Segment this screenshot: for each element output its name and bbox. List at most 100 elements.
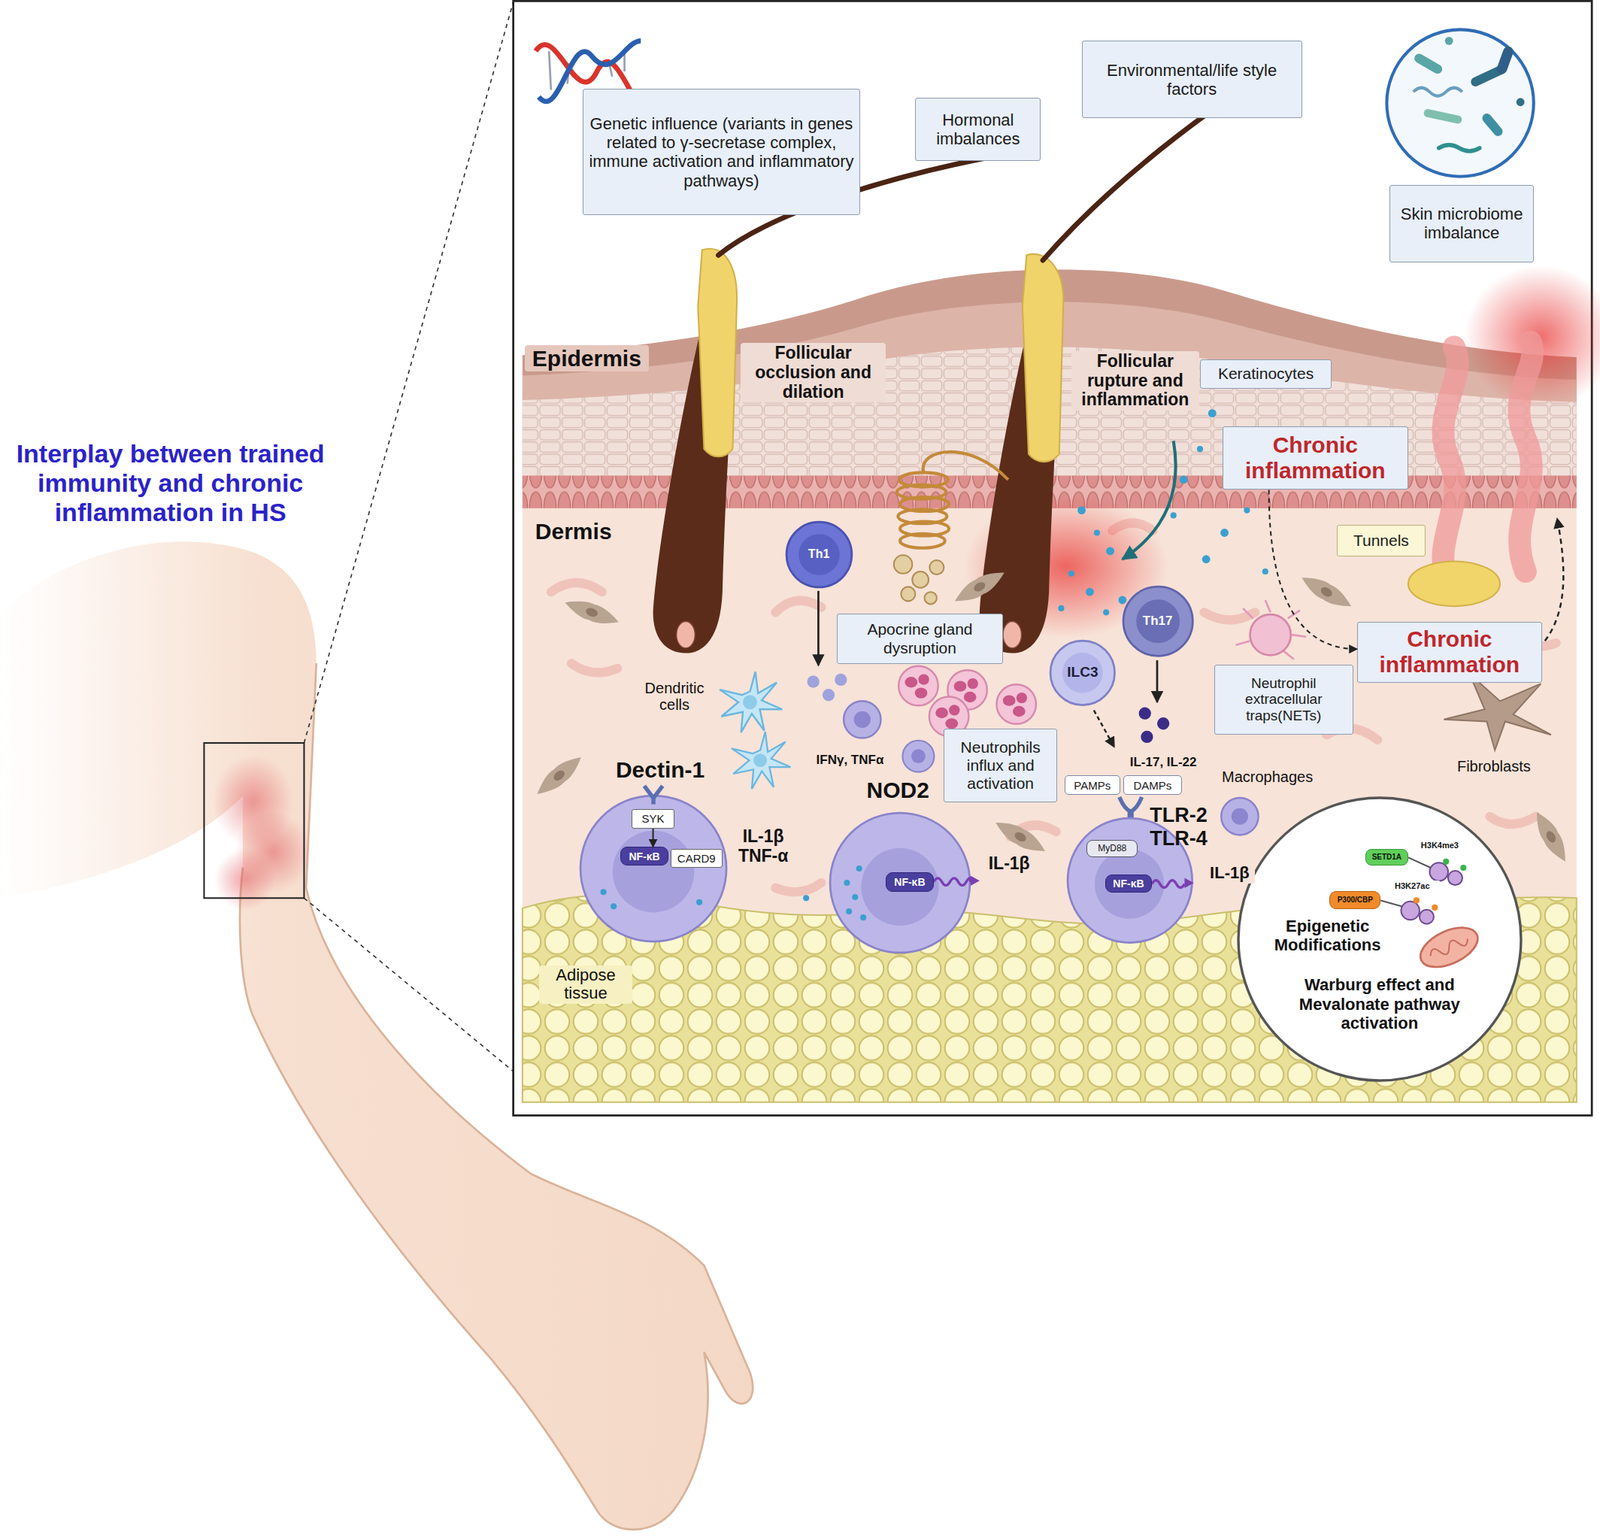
neutrophil — [996, 684, 1037, 725]
shape-outline — [1238, 797, 1522, 1081]
macrophage — [843, 700, 881, 738]
cytokine-label: IL-1β TNF-α — [730, 826, 797, 867]
histone-mark: H3K27ac — [1383, 880, 1441, 891]
dot — [1202, 554, 1211, 564]
node-text: Dectin-1 — [603, 757, 716, 784]
dot — [696, 899, 703, 906]
cytokine-label: IL-1β — [1203, 863, 1255, 884]
transcription-factor: NF-κB — [885, 872, 934, 892]
dendritic-cell — [731, 731, 791, 789]
diagram-title: Interplay between trained immunity and c… — [2, 439, 340, 528]
link-line — [1408, 857, 1431, 868]
panel-frame — [513, 0, 1593, 1116]
highlight-box: Chronic inflammation — [1222, 426, 1409, 490]
node-text: Th17 — [1121, 613, 1194, 629]
shape-outline — [830, 812, 970, 953]
macrophage-cell: Dectin-1SYKNF-κBCARD9 — [578, 793, 728, 943]
tlr-receptor — [1119, 796, 1143, 812]
dot — [851, 893, 858, 900]
dot — [1179, 475, 1188, 484]
fibroblast — [562, 594, 622, 631]
dot — [1243, 507, 1250, 514]
node-text: NF-κB — [1107, 877, 1150, 890]
bacterium — [1423, 108, 1464, 125]
cytokine — [834, 673, 847, 686]
cytokine — [807, 675, 820, 688]
node-text: Environmental/life style factors — [1087, 60, 1297, 100]
transcription-arrow — [933, 878, 971, 886]
secretion-blob — [929, 560, 944, 575]
dashed-arrow — [1545, 518, 1564, 641]
cell-label: Macrophages — [1217, 767, 1318, 786]
node-text: TLR-2 TLR-4 — [1139, 803, 1218, 851]
nucleosome — [1429, 862, 1448, 881]
arrowhead — [970, 875, 980, 886]
dot — [843, 879, 850, 886]
highlight-box: Chronic inflammation — [1357, 621, 1543, 683]
bacterium — [1439, 145, 1480, 152]
dot — [845, 908, 852, 915]
macrophage-cell: TLR-2 TLR-4MyD88NF-κB — [1066, 816, 1194, 945]
dot — [1068, 570, 1075, 577]
secretion-arrow — [1156, 660, 1159, 703]
zoom-frame — [203, 742, 304, 898]
secretion-blob — [900, 586, 916, 601]
nucleosome — [1419, 909, 1434, 924]
dot — [1077, 506, 1086, 515]
adaptor-box: MyD88 — [1086, 839, 1138, 858]
node-text: SETD1A — [1366, 852, 1407, 862]
streak — [775, 882, 822, 892]
factor-box: Environmental/life style factors — [1081, 40, 1303, 119]
lymphoid-cell: ILC3 — [1048, 639, 1117, 707]
zoom-line — [303, 897, 536, 1090]
dot — [1093, 529, 1100, 536]
node-text: Th1 — [784, 547, 854, 561]
th1-cytokines — [807, 673, 848, 702]
dot — [1220, 528, 1229, 537]
enzyme-pill: P300/CBP — [1329, 890, 1381, 910]
bacterium — [1495, 45, 1516, 76]
region-label: Dermis — [524, 518, 623, 546]
cell-label: Fibroblasts — [1442, 757, 1546, 776]
streak — [551, 582, 603, 592]
nucleosome — [1448, 870, 1463, 885]
node-text: Genetic influence (variants in genes rel… — [587, 114, 855, 191]
arrowhead — [1184, 877, 1194, 888]
cytokine — [1140, 730, 1153, 743]
nucleus — [1094, 848, 1164, 919]
apocrine-gland — [896, 451, 1009, 549]
dna-rung — [623, 53, 626, 72]
process-box: Neutrophils influx and activation — [943, 728, 1058, 803]
mitochondrion — [1414, 919, 1484, 976]
methyl-mark — [1460, 863, 1467, 870]
dot — [1106, 546, 1115, 555]
node-text: Hormonal imbalances — [920, 110, 1036, 149]
secretion-blob — [893, 554, 913, 573]
net-strands — [1236, 600, 1307, 660]
node-text: Neutrophil extracellular traps(NETs) — [1218, 675, 1350, 725]
streak — [1489, 816, 1536, 825]
acetyl-mark — [1413, 896, 1420, 904]
factor-box: Genetic influence (variants in genes rel… — [582, 88, 861, 216]
keratin-plug — [697, 248, 737, 458]
streak — [571, 663, 618, 673]
keratinocyte-arrow — [1122, 440, 1176, 559]
region-label: Adipose tissue — [539, 965, 634, 1004]
region-label: Epidermis — [524, 345, 650, 373]
factor-box: Skin microbiome imbalance — [1389, 184, 1534, 263]
cell-label: Dendritic cells — [632, 678, 716, 715]
macrophage — [1221, 797, 1258, 835]
zoom-line — [303, 2, 513, 743]
dot — [1196, 445, 1204, 452]
enzyme-pill: SETD1A — [1365, 848, 1409, 866]
nucleus — [860, 848, 939, 926]
node-text: Keratinocytes — [1203, 364, 1328, 383]
node-text: DAMPs — [1125, 778, 1179, 792]
node-text: NOD2 — [846, 777, 949, 804]
mitochondrion-body — [1414, 919, 1484, 976]
dermal-papilla — [1003, 621, 1022, 649]
th17-cytokines — [1139, 707, 1170, 744]
macrophage-cell: NOD2NF-κB — [828, 811, 972, 955]
